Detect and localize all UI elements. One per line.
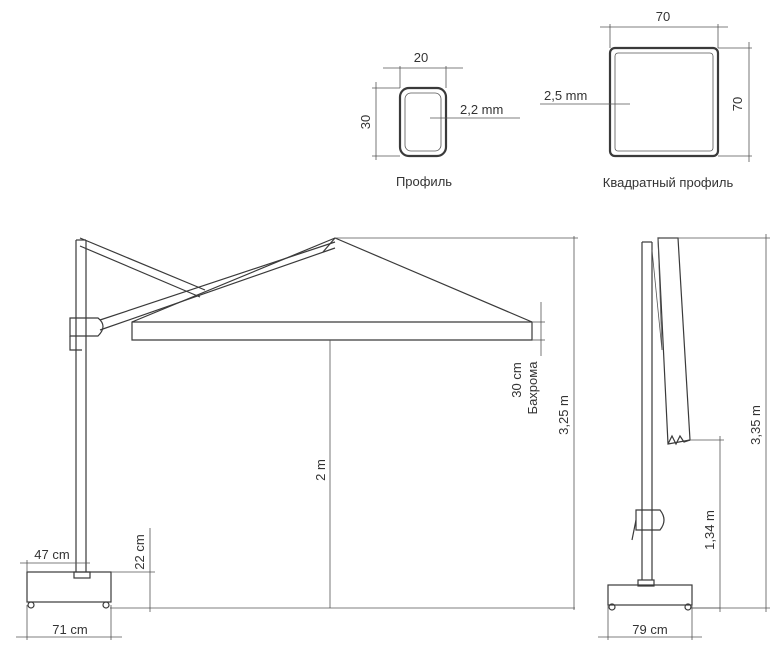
front-crank-handle: [69, 336, 82, 351]
square-wall-label: 2,5 mm: [544, 88, 587, 103]
profile-inner: [404, 92, 442, 152]
front-base-wheel-right: [102, 601, 110, 609]
side-base-wheel-right: [684, 603, 692, 611]
square-height-label: 70: [730, 97, 745, 111]
front-offset-label: 47 cm: [34, 547, 69, 562]
front-base-height-label: 22 cm: [132, 534, 147, 569]
front-support-upper: [79, 237, 206, 291]
front-arm-lower: [99, 241, 336, 321]
front-arm-upper: [99, 247, 336, 331]
front-height-label: 3,25 m: [556, 395, 571, 435]
front-fringe-size-label: 30 cm: [509, 362, 524, 397]
square-profile-outer: [608, 46, 720, 158]
side-base: [607, 584, 693, 606]
side-arm-line: [657, 237, 663, 351]
profile-diagram: 20 30 2,2 mm Профиль: [358, 50, 520, 189]
square-width-label: 70: [656, 9, 670, 24]
profile-outer: [398, 86, 448, 158]
front-support-lower: [79, 245, 201, 298]
front-base-width-label: 71 cm: [52, 622, 87, 637]
front-canopy: [131, 237, 533, 341]
profile-caption: Профиль: [396, 174, 452, 189]
profile-height-label: 30: [358, 115, 373, 129]
side-height-label: 3,35 m: [748, 405, 763, 445]
profile-width-label: 20: [414, 50, 428, 65]
front-clearance-label: 2 m: [313, 459, 328, 481]
front-view-diagram: 2 m 3,25 m 30 cm Бахрома 47 cm 22 cm 71 …: [16, 236, 578, 640]
side-base-width-label: 79 cm: [632, 622, 667, 637]
square-profile-caption: Квадратный профиль: [603, 175, 734, 190]
side-crank-housing: [635, 509, 665, 531]
front-fringe-word-label: Бахрома: [525, 361, 540, 415]
profile-wall-label: 2,2 mm: [460, 102, 503, 117]
square-profile-inner: [614, 52, 714, 152]
side-crank-handle: [631, 519, 637, 541]
side-base-socket: [637, 579, 655, 587]
side-folded-canopy: [657, 237, 691, 445]
side-support-line: [651, 249, 663, 351]
side-clearance-label: 1,34 m: [702, 510, 717, 550]
side-canopy-fringe: [667, 434, 691, 446]
square-profile-diagram: 70 70 2,5 mm Квадратный профиль: [540, 9, 752, 190]
front-base-socket: [73, 571, 91, 579]
front-base: [26, 571, 112, 603]
front-canopy-hub: [322, 237, 336, 253]
side-base-wheel-left: [608, 603, 616, 611]
front-base-wheel-left: [27, 601, 35, 609]
side-view-diagram: 3,35 m 1,34 m 79 cm: [598, 234, 770, 640]
front-crank-housing: [69, 317, 104, 337]
